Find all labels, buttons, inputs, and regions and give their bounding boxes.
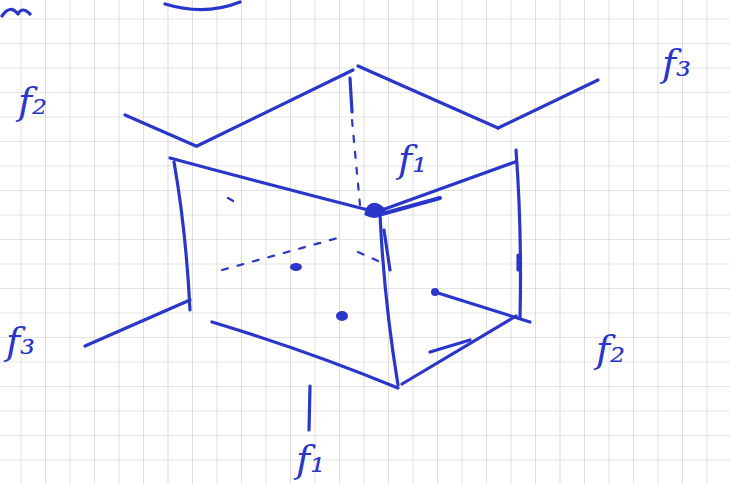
- face-dot: [336, 311, 348, 321]
- axis-line: [438, 293, 530, 322]
- axis-line: [309, 386, 310, 430]
- cube-edge: [380, 214, 398, 385]
- face-dot: [431, 288, 439, 296]
- axis-label: f₂: [18, 82, 47, 120]
- axis-label: f₁: [296, 440, 325, 478]
- cube-edge: [430, 340, 470, 352]
- cube-edge: [358, 66, 498, 128]
- hidden-edges: [222, 120, 380, 270]
- cube-edge: [170, 158, 372, 211]
- cube-edge: [197, 70, 353, 146]
- cube-strokes: [2, 2, 598, 430]
- face-dots: [290, 263, 439, 321]
- hidden-edge: [228, 198, 240, 205]
- fragment-stroke: [165, 2, 240, 10]
- cube-edge: [516, 150, 521, 318]
- axis-line: [382, 198, 440, 214]
- axis-line: [125, 115, 196, 146]
- fragment-stroke: [2, 9, 30, 16]
- cube-edge: [384, 230, 390, 270]
- cube-edge: [174, 162, 190, 310]
- axis-line: [498, 80, 598, 128]
- axis-label: f₃: [662, 44, 691, 82]
- cube-edge: [212, 322, 398, 388]
- hidden-edge: [352, 120, 360, 205]
- face-dot: [290, 263, 302, 271]
- center-point: [366, 204, 384, 216]
- hidden-edge: [222, 236, 345, 270]
- axis-label: f₃: [6, 322, 35, 360]
- axis-line: [85, 300, 190, 346]
- hidden-edge: [358, 252, 380, 262]
- axis-line: [350, 78, 352, 112]
- cube-edge: [402, 316, 516, 384]
- cube-edge: [516, 255, 519, 270]
- axis-label: f₁: [398, 140, 427, 178]
- axis-label: f₂: [596, 330, 625, 368]
